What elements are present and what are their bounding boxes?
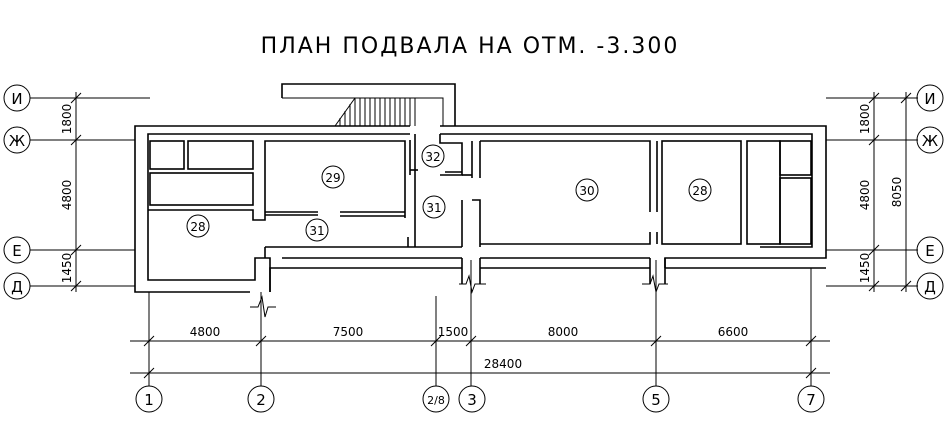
axis-right-d: Д — [924, 278, 936, 296]
room-tag-28-right: 28 — [692, 184, 707, 198]
axis-right-i: И — [924, 90, 935, 108]
room-tags: 28 29 31 32 31 30 28 — [186, 144, 712, 242]
room-tag-31-b: 31 — [426, 201, 441, 215]
stair — [281, 83, 456, 127]
dim-left-1450: 1450 — [60, 253, 74, 284]
bottom-axis-markers: 4800 7500 1500 8000 6600 28400 1 2 2/8 3… — [130, 260, 830, 413]
axis-bottom-5: 5 — [651, 391, 661, 409]
dim-right-4800: 4800 — [858, 180, 872, 211]
room-tag-28-left: 28 — [190, 220, 205, 234]
dim-left-4800: 4800 — [60, 180, 74, 211]
outer-walls — [134, 125, 827, 293]
dim-right-8050: 8050 — [890, 177, 904, 208]
dim-bottom-6600: 6600 — [718, 325, 749, 339]
room-tag-31-a: 31 — [309, 224, 324, 238]
dim-bottom-1500: 1500 — [438, 325, 469, 339]
axis-bottom-2: 2 — [256, 391, 266, 409]
axis-left-e: Е — [12, 242, 21, 260]
dim-bottom-7500: 7500 — [333, 325, 364, 339]
axis-bottom-7: 7 — [806, 391, 816, 409]
axis-left-i: И — [11, 90, 22, 108]
dim-bottom-8000: 8000 — [548, 325, 579, 339]
axis-left-zh: Ж — [9, 132, 25, 150]
right-axis-markers: И Ж Е Д 1800 4800 1450 8050 — [826, 84, 944, 300]
left-axis-markers: И Ж Е Д 1800 4800 1450 — [3, 84, 150, 300]
axis-bottom-3: 3 — [467, 391, 477, 409]
axis-bottom-1: 1 — [144, 391, 154, 409]
room-tag-30: 30 — [579, 184, 594, 198]
room-tag-29: 29 — [325, 171, 340, 185]
interior-walls — [148, 134, 812, 258]
axis-bottom-2-8: 2/8 — [427, 394, 445, 407]
dim-right-1450: 1450 — [858, 253, 872, 284]
room-tag-32: 32 — [425, 150, 440, 164]
dim-left-1800: 1800 — [60, 104, 74, 135]
plan-title: ПЛАН ПОДВАЛА НА ОТМ. -3.300 — [261, 34, 680, 59]
axis-right-zh: Ж — [922, 132, 938, 150]
axis-left-d: Д — [11, 278, 23, 296]
axis-right-e: Е — [925, 242, 934, 260]
dim-right-1800: 1800 — [858, 104, 872, 135]
dim-bottom-4800: 4800 — [190, 325, 221, 339]
dim-bottom-28400: 28400 — [484, 357, 522, 371]
